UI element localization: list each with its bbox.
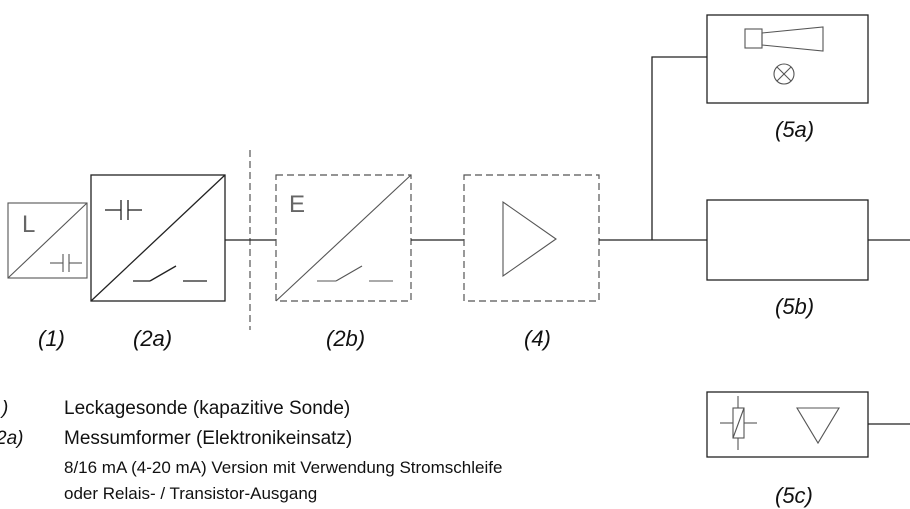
label-probe: (1) <box>38 326 65 351</box>
horn-icon <box>744 26 824 52</box>
alarm-block <box>706 14 869 104</box>
transistor-triangle-icon <box>796 407 840 445</box>
relay-coil-icon <box>720 396 757 450</box>
legend-key: ) <box>2 398 9 419</box>
probe-block: L <box>7 202 88 279</box>
label-output-c: (5c) <box>775 483 813 508</box>
transmitter-block <box>90 174 226 302</box>
label-transmitter-b: (2b) <box>326 326 365 351</box>
capacitor-symbol <box>50 254 82 272</box>
label-alarm: (5a) <box>775 117 814 142</box>
probe-box-letter: L <box>22 211 35 238</box>
legend-sub-text: oder Relais- / Transistor-Ausgang <box>64 484 318 503</box>
lamp-icon <box>773 63 795 85</box>
legend-key: 2a) <box>0 428 24 449</box>
legend-text: Messumformer (Elektronikeinsatz) <box>64 428 353 449</box>
capacitor-symbol <box>105 200 142 220</box>
transmitter-b-box-letter: E <box>289 191 305 218</box>
legend-text: Leckagesonde (kapazitive Sonde) <box>64 398 351 419</box>
amplifier-block <box>463 174 600 302</box>
connector-line <box>651 56 707 240</box>
output-b-block <box>706 199 910 281</box>
label-output-b: (5b) <box>775 294 814 319</box>
transmitter-b-block: E <box>275 174 412 302</box>
output-c-block <box>706 391 910 458</box>
label-amplifier: (4) <box>524 326 551 351</box>
amplifier-triangle-icon <box>502 200 557 278</box>
switch-symbol <box>317 265 393 282</box>
label-transmitter: (2a) <box>133 326 172 351</box>
legend-sub-text: 8/16 mA (4-20 mA) Version mit Verwendung… <box>64 458 503 477</box>
switch-symbol <box>133 265 207 282</box>
